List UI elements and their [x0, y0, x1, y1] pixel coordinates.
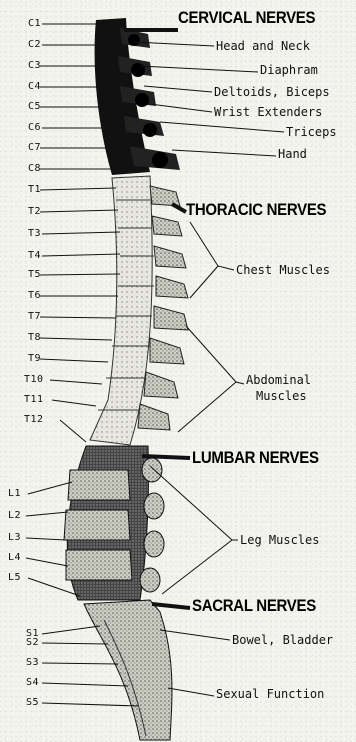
vertebra-label-c3: C3 [28, 60, 41, 72]
vertebra-label-t6: T6 [28, 290, 41, 302]
vertebra-label-l3: L3 [8, 532, 21, 544]
vertebra-label-t10: T10 [24, 374, 44, 386]
vertebra-label-l2: L2 [8, 510, 21, 522]
vertebra-label-c4: C4 [28, 81, 41, 93]
function-diaphram: Diaphram [260, 64, 318, 77]
vertebra-label-l5: L5 [8, 572, 21, 584]
vertebra-label-c6: C6 [28, 122, 41, 134]
function-head-neck: Head and Neck [216, 40, 310, 53]
function-sexual: Sexual Function [216, 688, 324, 701]
vertebra-label-c5: C5 [28, 101, 41, 113]
function-leg-muscles: Leg Muscles [240, 534, 319, 547]
vertebra-label-t5: T5 [28, 269, 41, 281]
vertebra-label-t8: T8 [28, 332, 41, 344]
function-abdominal: Abdominal [246, 374, 311, 387]
sacrum [84, 600, 172, 740]
vertebra-label-c8: C8 [28, 163, 41, 175]
function-chest-muscles: Chest Muscles [236, 264, 330, 277]
vertebra-label-t7: T7 [28, 311, 41, 323]
vertebra-label-t1: T1 [28, 184, 41, 196]
vertebra-label-t9: T9 [28, 353, 41, 365]
function-hand: Hand [278, 148, 307, 161]
thoracic-vertebrae [90, 176, 188, 445]
thoracic-nerves-heading: THORACIC NERVES [186, 202, 326, 220]
function-wrist-extenders: Wrist Extenders [214, 106, 322, 119]
vertebra-label-c2: C2 [28, 39, 41, 51]
lumbar-nerves-heading: LUMBAR NERVES [192, 450, 319, 468]
vertebra-label-t3: T3 [28, 228, 41, 240]
vertebra-label-s3: S3 [26, 657, 39, 669]
function-bowel-bladder: Bowel, Bladder [232, 634, 333, 647]
vertebra-label-s2: S2 [26, 637, 39, 649]
sacral-nerves-heading: SACRAL NERVES [192, 598, 316, 616]
vertebra-label-t12: T12 [24, 414, 44, 426]
function-deltoids-biceps: Deltoids, Biceps [214, 86, 330, 99]
cervical-vertebrae [95, 18, 180, 175]
vertebra-label-c7: C7 [28, 142, 41, 154]
function-triceps: Triceps [286, 126, 337, 139]
vertebra-label-s5: S5 [26, 697, 39, 709]
vertebra-label-t2: T2 [28, 206, 41, 218]
vertebra-label-l4: L4 [8, 552, 21, 564]
lumbar-vertebrae [64, 446, 164, 600]
vertebra-label-t4: T4 [28, 250, 41, 262]
vertebra-label-l1: L1 [8, 488, 21, 500]
function-muscles: Muscles [256, 390, 307, 403]
vertebra-label-c1: C1 [28, 18, 41, 30]
vertebra-label-t11: T11 [24, 394, 44, 406]
cervical-nerves-heading: CERVICAL NERVES [178, 10, 315, 28]
vertebra-label-s4: S4 [26, 677, 39, 689]
